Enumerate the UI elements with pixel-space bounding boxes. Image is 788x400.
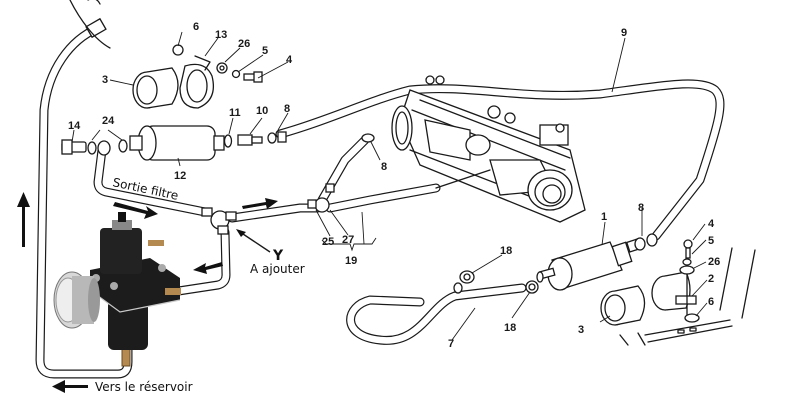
y-connector-hoses xyxy=(167,203,323,297)
part-number-11: 11 xyxy=(229,107,241,119)
part-number-4-b: 4 xyxy=(708,218,715,230)
flow-arrow-to-filter-out xyxy=(113,202,158,219)
chassis-panel xyxy=(619,247,756,346)
return-hose-to-tank xyxy=(35,23,133,379)
part-number-7: 7 xyxy=(448,338,454,350)
flow-arrow-right xyxy=(242,198,278,209)
part-labels: 6 13 26 5 4 3 14 24 11 10 8 12 8 25 27 1… xyxy=(68,21,720,350)
part-number-12: 12 xyxy=(174,170,186,182)
flow-arrow-up xyxy=(17,192,30,247)
pressure-gauge xyxy=(53,271,100,329)
hose-7 xyxy=(346,283,527,345)
flow-arrow-to-regulator xyxy=(193,262,223,274)
part-number-6: 6 xyxy=(193,21,199,33)
pump-sleeve-bottom xyxy=(600,285,646,326)
engine-block xyxy=(391,75,586,223)
part-number-13: 13 xyxy=(215,29,227,41)
filter-output-hose xyxy=(93,145,210,217)
part-number-2: 2 xyxy=(708,273,714,285)
return-hose-fitting xyxy=(69,0,111,49)
hose-9 xyxy=(275,79,725,241)
hose-19-assembly xyxy=(307,133,441,213)
part-number-9: 9 xyxy=(621,27,627,39)
rubber-sleeve-top xyxy=(132,67,179,109)
part-number-8-c: 8 xyxy=(638,202,644,214)
fuel-pump xyxy=(536,233,658,291)
part-number-6-b: 6 xyxy=(708,296,714,308)
part-number-27: 27 xyxy=(342,234,354,246)
part-number-18-b: 18 xyxy=(504,322,516,334)
part-number-5-b: 5 xyxy=(708,235,714,247)
bolt-nut-washers-top xyxy=(172,44,263,83)
part-number-4: 4 xyxy=(286,54,293,66)
part-number-19: 19 xyxy=(345,255,357,267)
y-pointer-arrow xyxy=(236,229,271,253)
part-number-3: 3 xyxy=(102,74,108,86)
filter-fittings xyxy=(61,131,287,156)
pump-bracket-2 xyxy=(651,239,700,323)
flow-arrow-left-tank xyxy=(52,380,88,393)
part-number-25: 25 xyxy=(322,236,334,248)
part-number-8-b: 8 xyxy=(381,161,387,173)
vers-reservoir-label: Vers le réservoir xyxy=(95,380,193,394)
part-number-14: 14 xyxy=(68,120,81,132)
y-connector-label: Y xyxy=(272,248,284,264)
part-number-3-b: 3 xyxy=(578,324,584,336)
part-number-18: 18 xyxy=(500,245,512,257)
pressure-regulator xyxy=(89,212,181,367)
fuel-filter xyxy=(129,125,225,161)
part-number-5: 5 xyxy=(262,45,268,57)
part-number-26: 26 xyxy=(238,38,250,50)
part-number-1: 1 xyxy=(601,211,607,223)
leader-lines xyxy=(71,31,708,341)
part-number-8: 8 xyxy=(284,103,290,115)
part-number-26-b: 26 xyxy=(708,256,720,268)
clamps-18 xyxy=(453,270,539,294)
a-ajouter-label: A ajouter xyxy=(250,262,305,276)
y-connector xyxy=(201,207,237,235)
clamp-13 xyxy=(179,55,215,109)
part-number-10: 10 xyxy=(256,105,268,117)
part-number-24: 24 xyxy=(102,115,115,127)
